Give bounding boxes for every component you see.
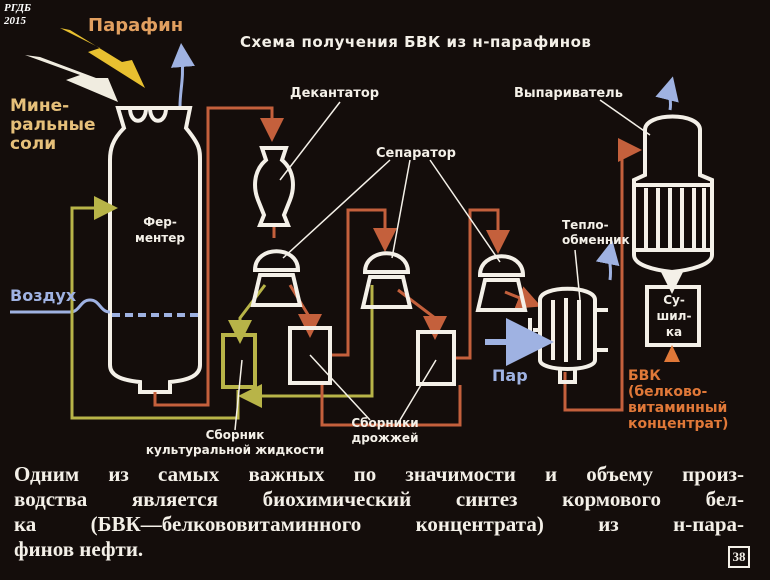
- minerals-arrow: [25, 55, 118, 102]
- separator-3: [475, 254, 528, 312]
- evaporator: [632, 114, 714, 275]
- vent-arrow: [170, 43, 195, 107]
- label-line: Сборник: [205, 428, 265, 442]
- dryer-output: [664, 345, 680, 362]
- air-label: Воздух: [10, 286, 77, 305]
- label-line: шил-: [656, 309, 692, 323]
- label-line: концентрат): [628, 416, 729, 432]
- evaporator-label: Выпариватель: [514, 86, 623, 101]
- vent-arrow: [595, 240, 620, 281]
- culture-pipe: [238, 285, 374, 408]
- frame-number: 38: [728, 546, 750, 568]
- yeast-collectors-label: Сборники дрожжей: [340, 416, 430, 446]
- label-line: Су-: [663, 293, 685, 307]
- label-line: Мине-: [10, 96, 70, 116]
- culture-pipe: [228, 284, 267, 344]
- caption-line: водства является биохимический синтез ко…: [14, 487, 744, 511]
- dryer-label: Су- шил- ка: [649, 292, 699, 340]
- label-line: витаминный: [628, 400, 728, 416]
- label-line: обменник: [562, 233, 630, 247]
- label-line: Фер-: [143, 215, 177, 229]
- minerals-label: Мине- ральные соли: [10, 97, 96, 154]
- bvk-output-label: БВК (белково- витаминный концентрат): [628, 368, 728, 432]
- label-line: ка: [665, 325, 683, 339]
- caption-line: финов нефти.: [14, 537, 144, 561]
- culture-collector-label: Сборник культуральной жидкости: [130, 428, 340, 458]
- yeast-collector-2: [416, 330, 456, 386]
- heat-exchanger: [528, 286, 608, 384]
- fermenter-label: Фер- ментер: [130, 214, 190, 246]
- fermenter: [108, 106, 202, 394]
- air-line: [10, 298, 111, 314]
- heat-exchanger-label: Тепло- обменник: [562, 218, 630, 248]
- paraffin-arrow: [60, 28, 145, 88]
- separator-label: Сепаратор: [376, 146, 456, 161]
- culture-collector: [221, 333, 257, 389]
- label-line: Тепло-: [562, 218, 609, 232]
- separator-1: [250, 249, 303, 307]
- decanter: [253, 146, 295, 227]
- separator-2: [360, 251, 413, 309]
- steam-label: Пар: [492, 366, 528, 385]
- watermark-line: 2015: [4, 15, 26, 27]
- paraffin-label: Парафин: [88, 15, 184, 36]
- label-line: Сборники: [351, 416, 419, 430]
- culture-pipe: [70, 196, 118, 316]
- diagram-title: Схема получения БВК из н-парафинов: [240, 33, 592, 51]
- label-line: культуральной жидкости: [145, 443, 325, 457]
- decanter-label: Декантатор: [290, 86, 380, 101]
- label-line: (белково-: [628, 384, 708, 400]
- caption-text: Одним из самых важных по значимости и об…: [14, 462, 744, 562]
- label-line: соли: [10, 134, 57, 154]
- yeast-collector-1: [288, 326, 332, 385]
- dryer: [645, 285, 701, 347]
- label-line: ральные: [10, 115, 96, 135]
- watermark-line: РГДБ: [4, 2, 32, 14]
- caption-line: Одним из самых важных по значимости и об…: [14, 462, 744, 486]
- label-line: БВК: [628, 368, 661, 384]
- vent-arrow: [655, 76, 679, 111]
- caption-line: ка (БВК—белкововитаминного концентрата) …: [14, 512, 744, 536]
- label-line: дрожжей: [351, 431, 419, 445]
- label-line: ментер: [135, 231, 185, 245]
